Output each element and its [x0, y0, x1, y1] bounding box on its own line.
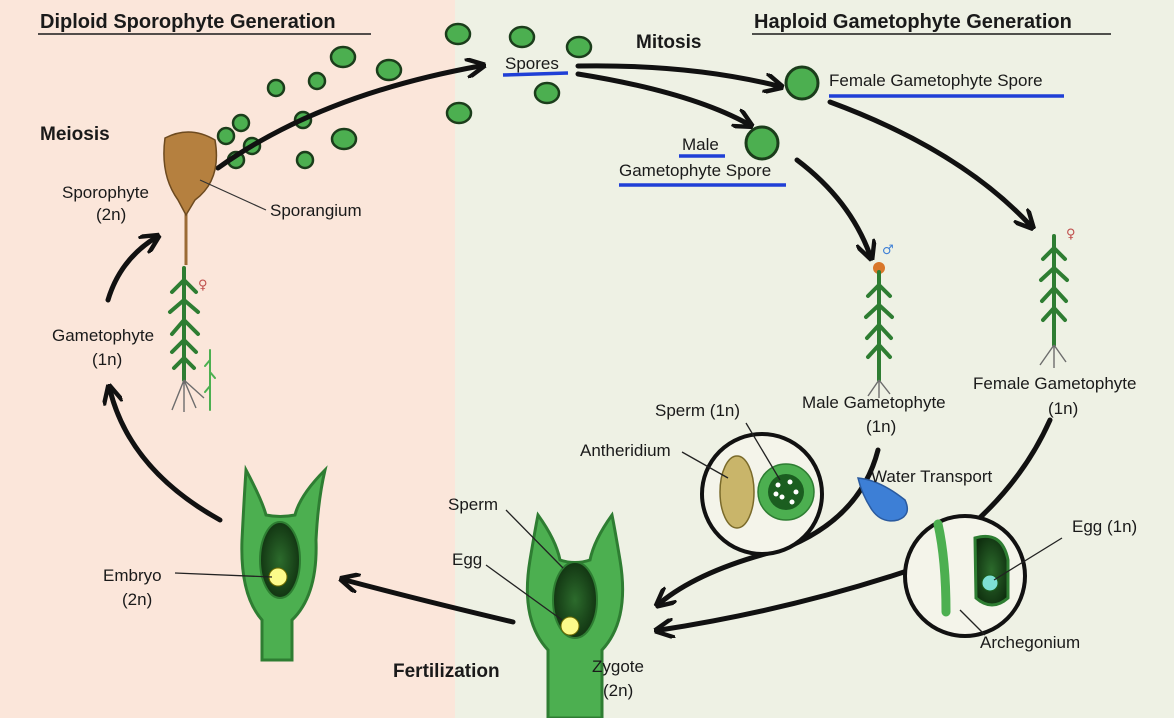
embryo-label-line1: Embryo — [103, 566, 162, 585]
spore — [508, 25, 536, 49]
spores-label: Spores — [505, 54, 559, 73]
spore — [266, 78, 286, 98]
archegonium-neck — [933, 519, 951, 617]
arrow-gametophyte-to-sporophyte — [105, 238, 155, 303]
spore — [329, 45, 357, 69]
spore — [231, 113, 251, 133]
spore — [216, 126, 236, 146]
zygote-label-line1: Zygote — [592, 657, 644, 676]
haploid-header: Haploid Gametophyte Generation — [754, 11, 1072, 33]
egg-cell — [981, 574, 999, 592]
female-symbol-left: ♀ — [198, 278, 208, 293]
sperm-1n-leader — [745, 422, 781, 481]
arrow-spores-to-male-spore — [575, 71, 748, 124]
sperm-label: Sperm — [448, 495, 498, 514]
male-gametophyte-label-line1: Male Gametophyte — [802, 393, 946, 412]
sporophyte-plant: ♀ — [163, 131, 267, 412]
spore — [307, 71, 327, 91]
spore-cluster — [216, 22, 593, 170]
sperm-1n-label: Sperm (1n) — [655, 401, 740, 420]
spore — [330, 127, 358, 151]
diploid-region-background — [0, 0, 455, 718]
male-spore-label-line1: Male — [682, 135, 719, 154]
diploid-header: Diploid Sporophyte Generation — [40, 11, 336, 33]
gametophyte-label-line1: Gametophyte — [52, 326, 154, 345]
rhizoids — [171, 379, 205, 412]
zygote-label-line2: (2n) — [603, 681, 633, 700]
antheridium-leader — [681, 451, 729, 479]
arrow-sporangium-to-spores — [215, 66, 480, 171]
antheridium-inset — [700, 432, 824, 556]
egg-chamber — [973, 534, 1010, 607]
egg-label: Egg — [452, 550, 482, 569]
female-symbol: ♀ — [1066, 227, 1076, 242]
zygote-archegonium — [525, 511, 625, 718]
spore — [445, 101, 473, 125]
spore — [295, 150, 315, 170]
arrow-male-spore-to-male-plant — [794, 157, 870, 255]
water-drop — [857, 477, 909, 522]
egg-1n-label: Egg (1n) — [1072, 517, 1137, 536]
cycle-arrows — [105, 63, 1053, 630]
female-spore — [784, 65, 820, 101]
female-gametophyte-plant: ♀ — [1039, 227, 1076, 368]
egg-leader — [485, 564, 563, 621]
female-gametophyte-label-line2: (1n) — [1048, 399, 1078, 418]
male-gametophyte-label-line2: (1n) — [866, 417, 896, 436]
meiosis-label: Meiosis — [40, 124, 110, 145]
antheridium-structure — [719, 455, 755, 529]
sperm-leader — [505, 509, 564, 569]
spores-underline — [502, 71, 569, 77]
male-symbol: ♂ — [882, 243, 894, 258]
embryo-archegonium — [240, 464, 328, 662]
arrow-embryo-to-gametophyte — [110, 390, 223, 523]
spore — [444, 22, 472, 46]
water-transport-label: Water Transport — [871, 467, 993, 486]
sporangium-label: Sporangium — [270, 201, 362, 220]
small-plant — [204, 349, 216, 411]
female-spore-label: Female Gametophyte Spore — [829, 71, 1043, 90]
sporophyte-label-line2: (2n) — [96, 205, 126, 224]
sporophyte-label-line1: Sporophyte — [62, 183, 149, 202]
spore — [565, 35, 593, 59]
fertilization-label: Fertilization — [393, 661, 500, 682]
male-spore-label-line2: Gametophyte Spore — [619, 161, 771, 180]
spore — [533, 81, 561, 105]
archegonium-label: Archegonium — [980, 633, 1080, 652]
zygote-cell — [560, 616, 580, 636]
embryo-leader — [174, 572, 273, 578]
spore — [375, 58, 403, 82]
arrow-zygote-to-embryo — [345, 580, 516, 625]
mitosis-label: Mitosis — [636, 32, 701, 53]
egg-1n-leader — [993, 537, 1063, 581]
gametophyte-plant-left — [168, 266, 200, 382]
embryo-label-line2: (2n) — [122, 590, 152, 609]
gametophyte-label-line2: (1n) — [92, 350, 122, 369]
archegonium-leader — [959, 609, 986, 636]
male-spore — [744, 125, 780, 161]
arrow-female-spore-to-female-plant — [827, 99, 1030, 225]
antheridium-label: Antheridium — [580, 441, 671, 460]
arrow-spores-to-female-spore — [575, 63, 778, 86]
male-gametophyte-plant: ♂ — [864, 243, 894, 398]
female-gametophyte-label-line1: Female Gametophyte — [973, 374, 1136, 393]
archegonium-inset — [903, 514, 1027, 638]
